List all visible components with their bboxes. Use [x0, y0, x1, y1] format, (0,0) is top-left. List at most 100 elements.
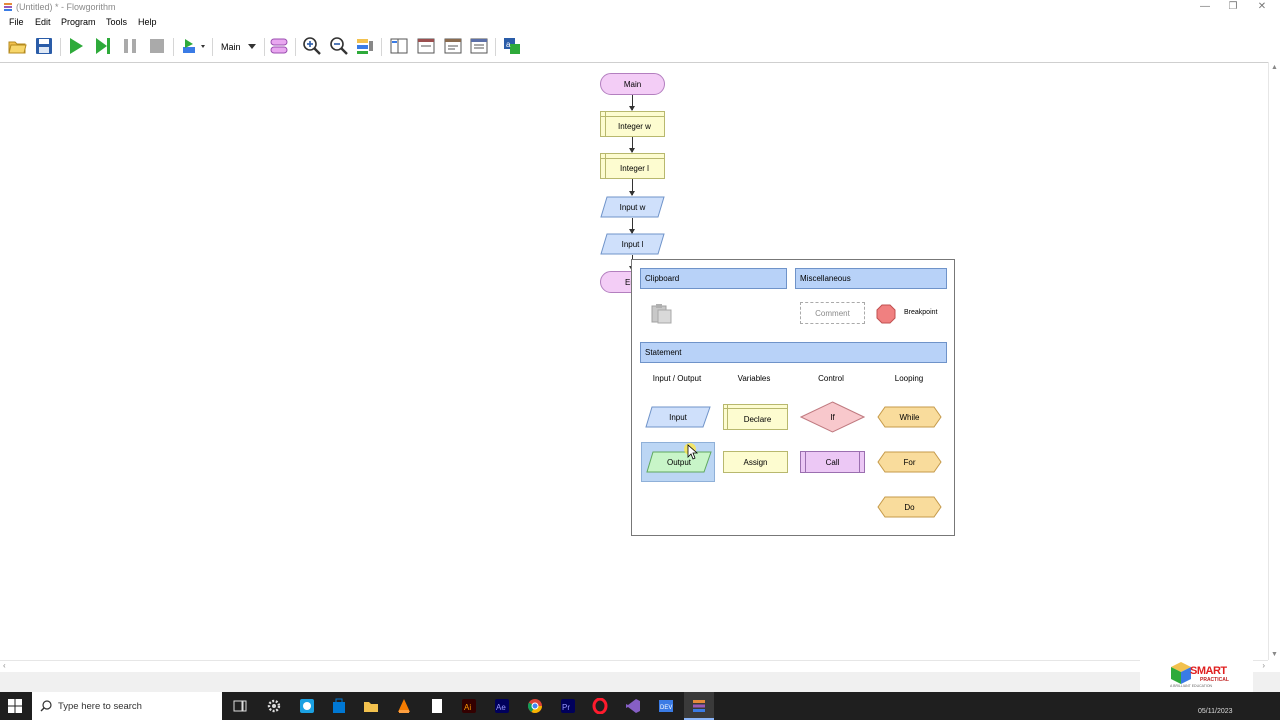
input-l-label: Input l: [621, 239, 644, 249]
call-shape-label: Call: [825, 457, 840, 467]
zoom-in-icon[interactable]: [302, 36, 322, 56]
settings-icon[interactable]: [266, 698, 282, 714]
column-looping: Looping: [894, 374, 924, 383]
illustrator-icon[interactable]: Ai: [461, 698, 477, 714]
input-w-label: Input w: [619, 202, 646, 212]
notepad-icon[interactable]: [429, 698, 445, 714]
horizontal-scrollbar[interactable]: ‹ ›: [0, 660, 1268, 672]
flowchart-input-l[interactable]: Input l: [600, 233, 665, 255]
flow-arrow: [629, 218, 635, 234]
taskbar-search-box[interactable]: Type here to search: [32, 692, 222, 720]
do-shape-label: Do: [904, 502, 915, 512]
column-input-output: Input / Output: [652, 374, 702, 383]
svg-text:a: a: [506, 40, 511, 49]
file-explorer-icon[interactable]: [363, 698, 379, 714]
vlc-icon[interactable]: [396, 698, 412, 714]
title-bar: (Untitled) * - Flowgorithm — ❐ ✕: [0, 0, 1280, 15]
maximize-button[interactable]: ❐: [1228, 1, 1238, 12]
open-icon[interactable]: [7, 36, 27, 56]
if-shape[interactable]: If: [800, 401, 865, 433]
store-icon[interactable]: [331, 698, 347, 714]
search-icon: [40, 700, 52, 712]
code-view-icon[interactable]: [469, 36, 489, 56]
input-shape-label: Input: [669, 412, 687, 422]
menu-tools[interactable]: Tools: [106, 17, 128, 27]
taskbar-date: 05/11/2023: [1198, 708, 1233, 715]
minimize-button[interactable]: —: [1200, 1, 1210, 12]
toolbar-separator: [495, 38, 496, 56]
scroll-down-icon[interactable]: ▼: [1271, 651, 1278, 658]
vertical-scrollbar[interactable]: ▲ ▼: [1268, 62, 1280, 660]
column-variables: Variables: [737, 374, 771, 383]
flowchart-declare-w[interactable]: Integer w: [600, 111, 665, 137]
breakpoint-label: Breakpoint: [904, 309, 938, 316]
toolbar-separator: [381, 38, 382, 56]
toolbar-separator: [264, 38, 265, 56]
windows-start-icon[interactable]: [8, 699, 22, 713]
breakpoint-icon[interactable]: [876, 304, 896, 324]
premiere-icon[interactable]: Pr: [560, 698, 576, 714]
menu-file[interactable]: File: [9, 17, 24, 27]
assign-shape-label: Assign: [743, 457, 768, 467]
chevron-down-icon: [248, 44, 256, 49]
call-shape[interactable]: Call: [800, 451, 865, 473]
comment-shape[interactable]: Comment: [800, 302, 865, 324]
input-shape[interactable]: Input: [645, 406, 711, 428]
chrome-icon[interactable]: [527, 698, 543, 714]
menu-bar: File Edit Program Tools Help: [0, 15, 1280, 30]
stop-icon[interactable]: [147, 36, 167, 56]
menu-program[interactable]: Program: [61, 17, 96, 27]
menu-edit[interactable]: Edit: [35, 17, 51, 27]
dev-tool-icon[interactable]: DEV: [658, 698, 674, 714]
flowchart-start-main[interactable]: Main: [600, 73, 665, 95]
do-shape[interactable]: Do: [877, 496, 942, 518]
layout-icon[interactable]: [355, 36, 375, 56]
close-button[interactable]: ✕: [1257, 1, 1267, 12]
column-control: Control: [818, 374, 844, 383]
smart-practical-watermark: SMART PRACTICAL A BRILLIANT EDUCATION: [1140, 657, 1253, 693]
declare-shape-label: Declare: [743, 414, 772, 424]
start-label: Main: [623, 79, 642, 89]
translate-icon[interactable]: a: [502, 36, 522, 56]
for-shape-label: For: [903, 457, 916, 467]
flowgorithm-taskbar-icon[interactable]: [691, 698, 707, 714]
pause-icon[interactable]: [120, 36, 140, 56]
watermark-tagline: A BRILLIANT EDUCATION: [1170, 684, 1213, 688]
run-icon[interactable]: [66, 36, 86, 56]
flowchart-declare-l[interactable]: Integer l: [600, 153, 665, 179]
scroll-right-icon[interactable]: ›: [1262, 661, 1265, 670]
flowgorithm-logo-icon: [4, 3, 12, 11]
watermark-sub: PRACTICAL: [1200, 677, 1229, 683]
edge-browser-icon[interactable]: [299, 698, 315, 714]
visual-studio-icon[interactable]: [625, 698, 641, 714]
scroll-left-icon[interactable]: ‹: [3, 661, 6, 670]
toolbar-separator: [60, 38, 61, 56]
while-shape-label: While: [899, 412, 920, 422]
flowchart-input-w[interactable]: Input w: [600, 196, 665, 218]
step-icon[interactable]: [93, 36, 113, 56]
menu-help[interactable]: Help: [138, 17, 157, 27]
functions-icon[interactable]: [269, 36, 289, 56]
variable-watch-icon[interactable]: [181, 36, 207, 56]
insert-shape-popup: Clipboard Miscellaneous Comment Breakpoi…: [631, 259, 955, 536]
split-view-icon[interactable]: [389, 36, 409, 56]
save-icon[interactable]: [34, 36, 54, 56]
toolbar: Main a: [0, 32, 1280, 60]
svg-text:Pr: Pr: [562, 703, 570, 712]
function-select[interactable]: Main: [218, 41, 260, 53]
zoom-out-icon[interactable]: [329, 36, 349, 56]
while-shape[interactable]: While: [877, 406, 942, 428]
opera-icon[interactable]: [592, 698, 608, 714]
declare-shape[interactable]: Declare: [723, 404, 788, 430]
paste-icon[interactable]: [650, 302, 674, 324]
svg-text:DEV: DEV: [660, 705, 672, 711]
console-icon[interactable]: [416, 36, 436, 56]
assign-shape[interactable]: Assign: [723, 451, 788, 473]
mouse-cursor-icon: [684, 443, 700, 463]
for-shape[interactable]: For: [877, 451, 942, 473]
scroll-up-icon[interactable]: ▲: [1271, 64, 1278, 71]
clipboard-section-header: Clipboard: [640, 268, 787, 289]
after-effects-icon[interactable]: Ae: [494, 698, 510, 714]
task-view-icon[interactable]: [232, 698, 248, 714]
source-view-icon[interactable]: [443, 36, 463, 56]
